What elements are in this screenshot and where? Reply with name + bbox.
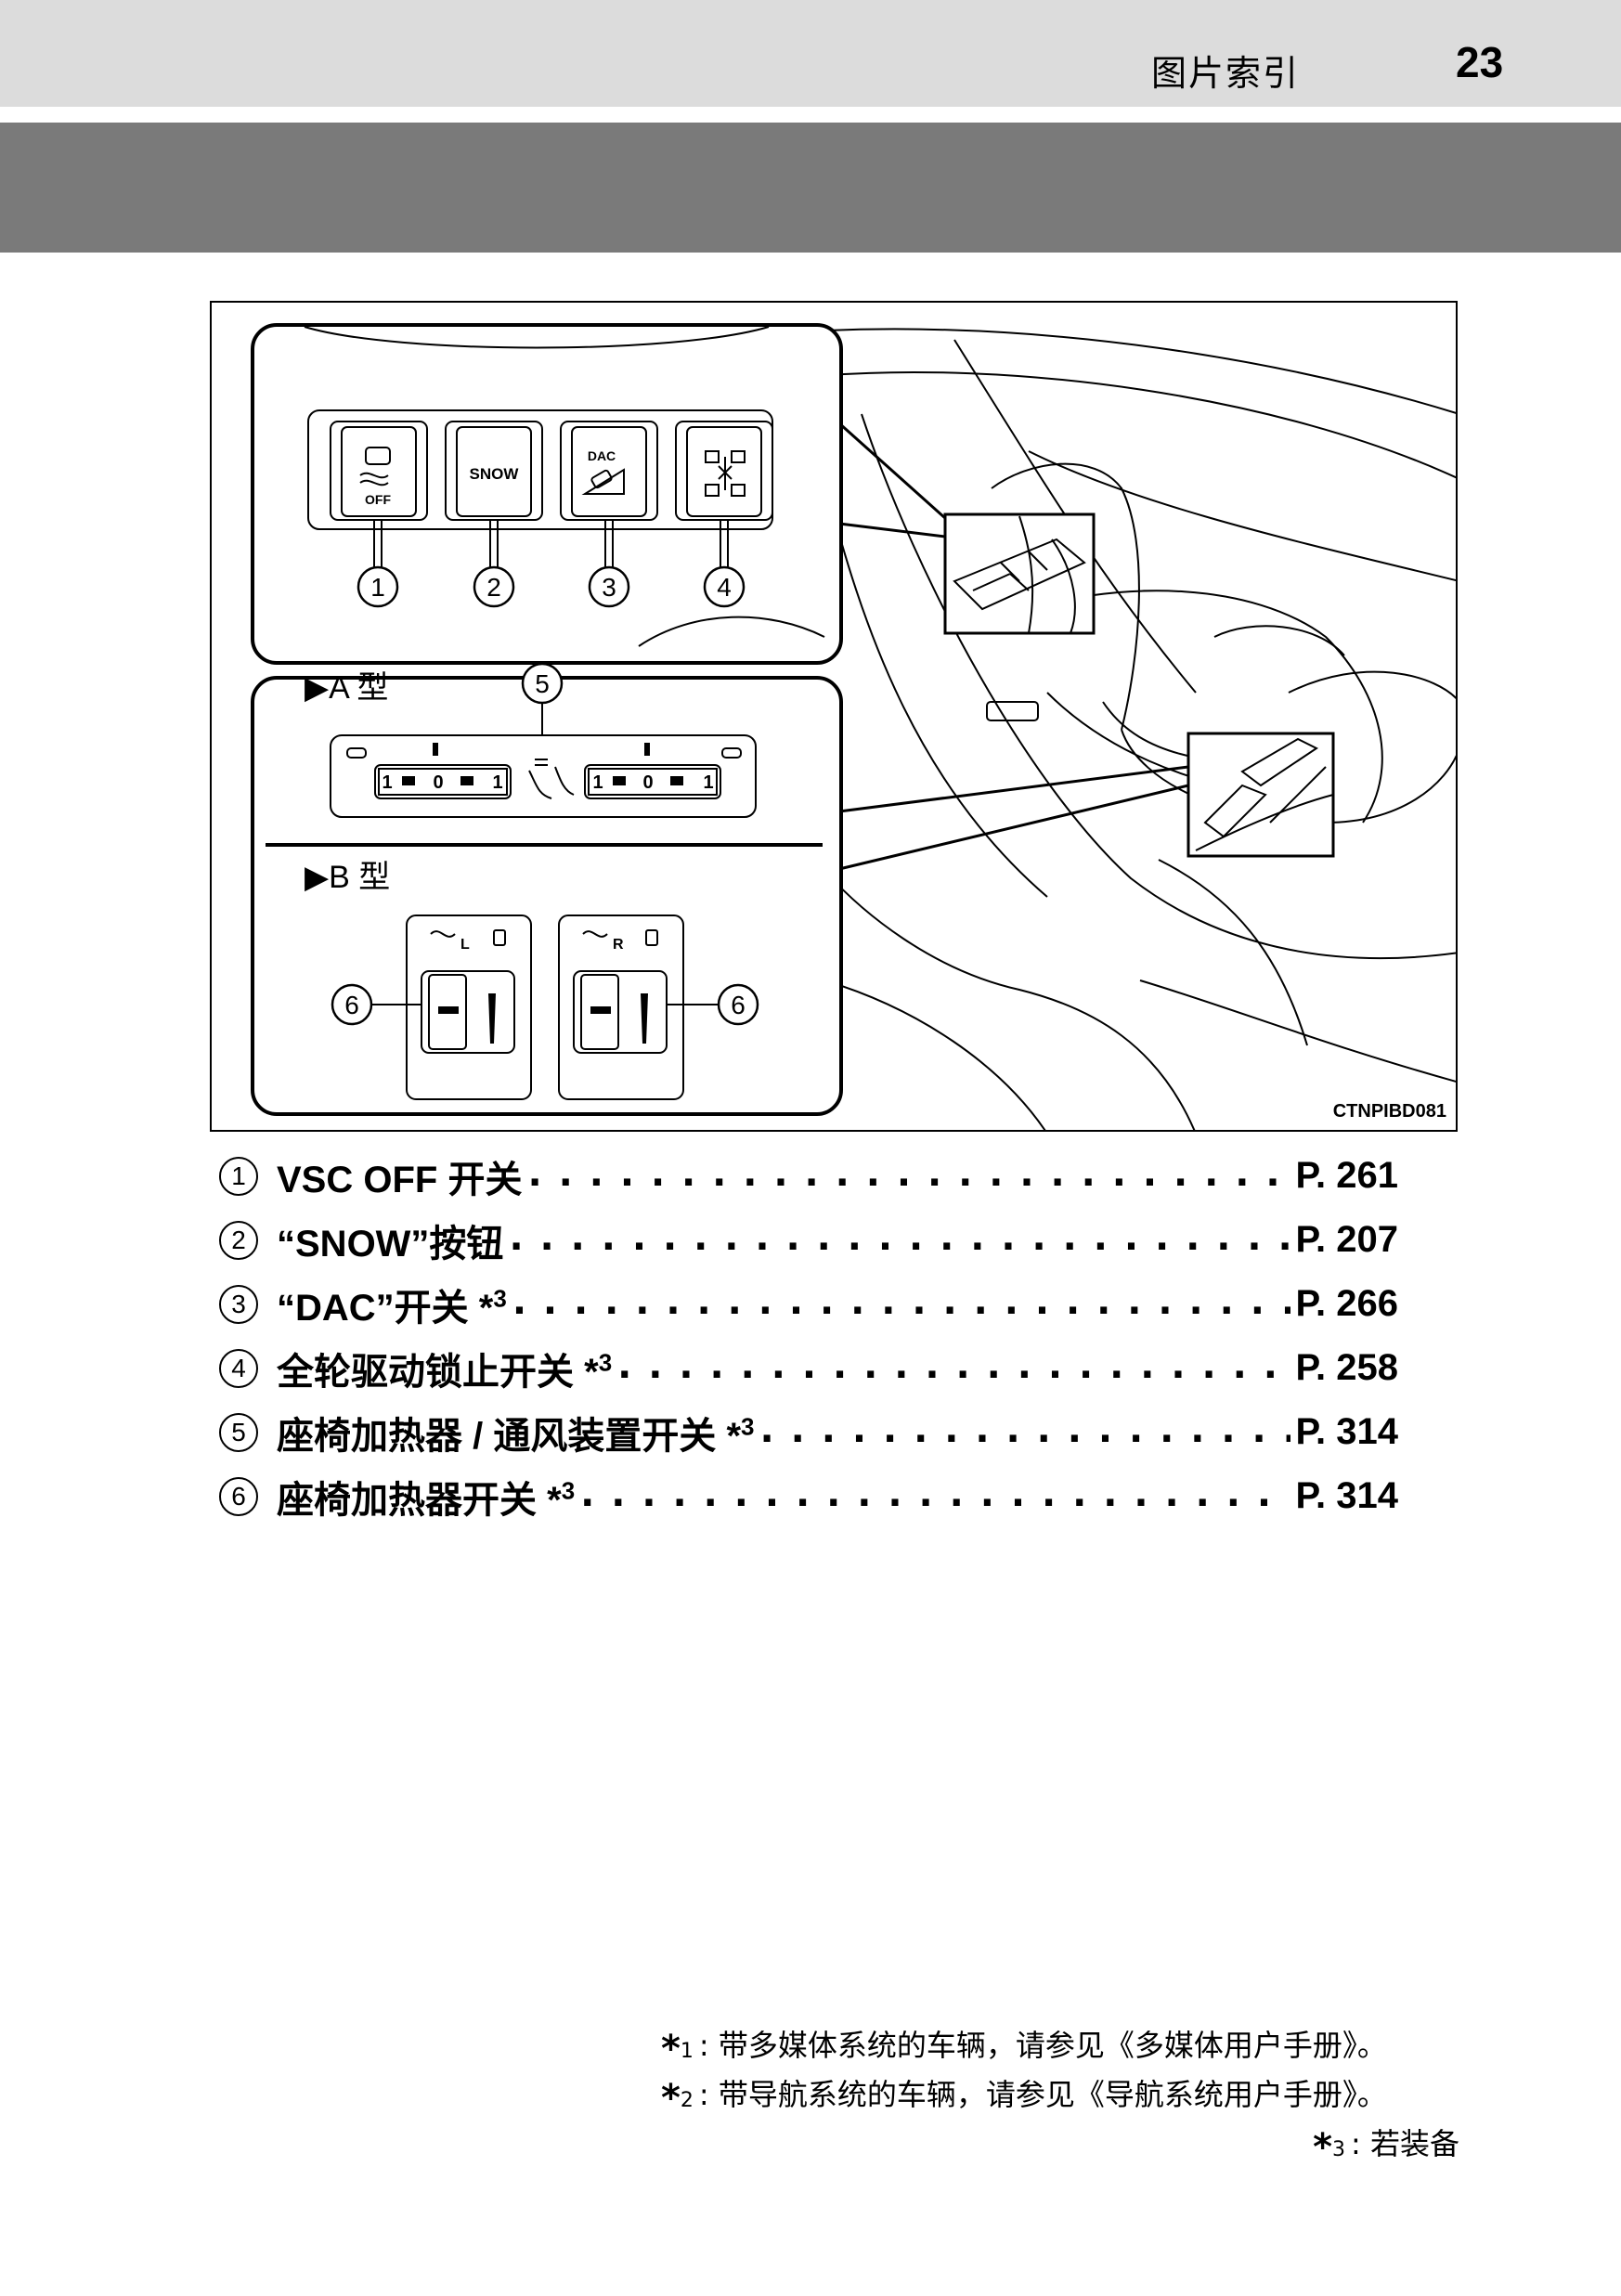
index-list: 1 VSC OFF 开关 P. 261 2 “SNOW”按钮 P. 207 3 …: [219, 1144, 1398, 1528]
callout-2: 2: [486, 573, 501, 602]
callout-6-right: 6: [731, 991, 746, 1019]
index-label: 全轮驱动锁止开关 *3: [277, 1348, 613, 1393]
callout-6-left: 6: [344, 991, 359, 1019]
switch-illustration: OFF SNOW DAC 1: [210, 301, 1458, 1132]
dot-leader: [512, 1286, 1290, 1323]
footnote-1: *1: 带多媒体系统的车辆，请参见《多媒体用户手册》。: [661, 2028, 1387, 2070]
index-label: VSC OFF 开关: [277, 1159, 523, 1200]
switch-a-right-0: 0: [642, 772, 653, 793]
header-bar: [0, 0, 1621, 107]
callout-4: 4: [717, 573, 732, 602]
vsc-off-text: OFF: [365, 492, 391, 507]
index-number: 5: [219, 1412, 258, 1452]
index-row: 5 座椅加热器 / 通风装置开关 *3 P. 314: [219, 1400, 1398, 1464]
dot-leader: [509, 1222, 1290, 1259]
header-band: [0, 123, 1621, 253]
page-ref: P. 207: [1295, 1219, 1399, 1260]
callout-3: 3: [602, 573, 616, 602]
dot-leader: [580, 1478, 1290, 1515]
index-number: 3: [219, 1284, 258, 1324]
illustration-drawing: OFF SNOW DAC 1: [251, 323, 1456, 1130]
type-a-label: ▶A 型: [305, 670, 388, 706]
dot-leader: [527, 1158, 1290, 1195]
index-row: 1 VSC OFF 开关 P. 261: [219, 1144, 1398, 1208]
index-label: 座椅加热器 / 通风装置开关 *3: [277, 1412, 755, 1457]
index-number: 6: [219, 1476, 258, 1516]
seat-left-letter: L: [460, 937, 470, 953]
page-ref: P. 314: [1295, 1475, 1399, 1516]
snow-text: SNOW: [470, 465, 520, 483]
index-number: 1: [219, 1156, 258, 1196]
section-title: 图片索引: [1151, 53, 1301, 94]
index-row: 2 “SNOW”按钮 P. 207: [219, 1208, 1398, 1272]
page-ref: P. 266: [1295, 1283, 1399, 1324]
index-label: “DAC”开关 *3: [277, 1284, 507, 1329]
footnote-3: *3: 若装备: [1313, 2126, 1459, 2169]
seat-right-letter: R: [613, 937, 624, 953]
switch-a-left-1b: 1: [492, 772, 502, 793]
page-ref: P. 314: [1295, 1411, 1399, 1452]
page-ref: P. 258: [1295, 1347, 1399, 1388]
index-label: 座椅加热器开关 *3: [277, 1476, 576, 1521]
index-label: “SNOW”按钮: [277, 1223, 504, 1265]
switch-a-left-0: 0: [433, 772, 443, 793]
index-row: 6 座椅加热器开关 *3 P. 314: [219, 1464, 1398, 1528]
footnotes: *1: 带多媒体系统的车辆，请参见《多媒体用户手册》。 *2: 带导航系统的车辆…: [661, 2022, 1459, 2170]
dot-leader: [760, 1414, 1290, 1451]
page-number: 23: [1456, 38, 1504, 86]
figure-code: CTNPIBD081: [1332, 1101, 1446, 1122]
callout-1: 1: [370, 573, 385, 602]
index-row: 3 “DAC”开关 *3 P. 266: [219, 1272, 1398, 1336]
index-number: 4: [219, 1348, 258, 1388]
dac-text: DAC: [588, 448, 616, 463]
footnote-2: *2: 带导航系统的车辆，请参见《导航系统用户手册》。: [661, 2077, 1387, 2120]
dot-leader: [617, 1350, 1290, 1387]
index-row: 4 全轮驱动锁止开关 *3 P. 258: [219, 1336, 1398, 1400]
callout-5: 5: [535, 669, 550, 698]
index-number: 2: [219, 1220, 258, 1260]
switch-a-right-1b: 1: [703, 772, 713, 793]
switch-a-right-1: 1: [592, 772, 603, 793]
switch-a-left-1: 1: [382, 772, 392, 793]
page-ref: P. 261: [1295, 1155, 1399, 1196]
type-b-label: ▶B 型: [305, 860, 390, 895]
